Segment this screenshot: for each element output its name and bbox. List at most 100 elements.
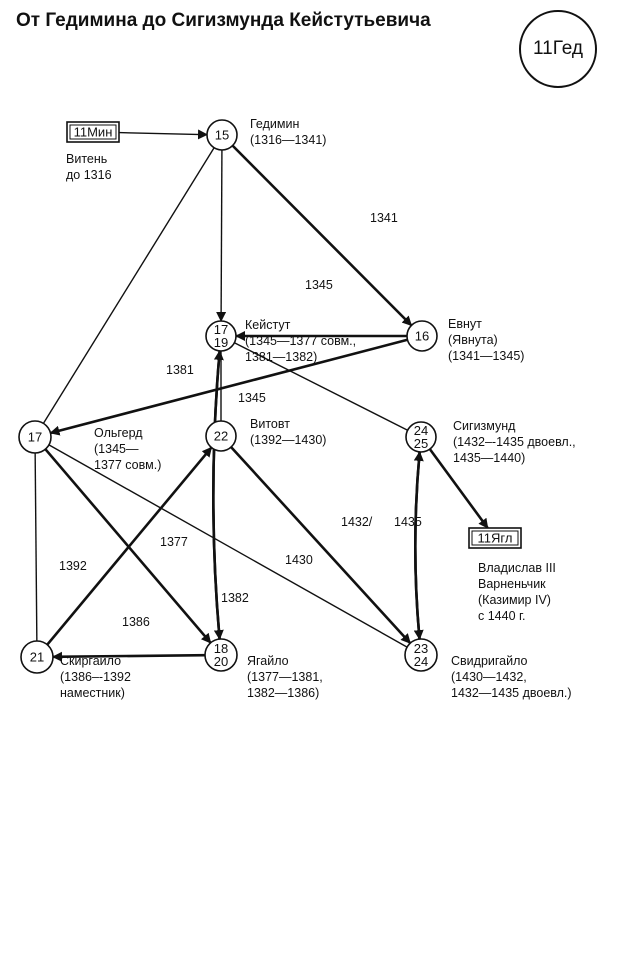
node-number: 24 bbox=[414, 423, 428, 438]
node-number: 18 bbox=[214, 641, 228, 656]
node-box-inner bbox=[471, 530, 519, 546]
node-n17: 17 bbox=[18, 420, 52, 454]
edge-year-label: 1377 bbox=[160, 535, 188, 549]
person-reign-label: 1382—1386) bbox=[247, 686, 319, 700]
node-box-inner bbox=[69, 124, 117, 140]
person-reign-label: (1430—1432, bbox=[451, 670, 527, 684]
node-box bbox=[66, 121, 120, 143]
node-circle bbox=[204, 638, 238, 672]
labels-layer: 1341 1345 1345 1381 1382 1377 1392 1386 1430 1432… bbox=[59, 117, 576, 700]
edge-year-label: 1435 bbox=[394, 515, 422, 529]
edge-n2425-ygl bbox=[428, 448, 489, 529]
node-circle bbox=[206, 119, 238, 151]
node-circle bbox=[405, 421, 437, 453]
node-number: 20 bbox=[214, 654, 228, 669]
person-reign-label: (1432–-1435 двоевл., bbox=[453, 435, 576, 449]
edge-n17-n21 bbox=[34, 452, 38, 642]
edges-layer bbox=[34, 129, 489, 662]
edge-n2425-n2324 bbox=[413, 451, 424, 641]
edge-year-label: 1386 bbox=[122, 615, 150, 629]
node-circle bbox=[20, 640, 54, 674]
person-reign-label: 1381—1382) bbox=[245, 350, 317, 364]
node-number: 25 bbox=[414, 436, 428, 451]
node-number: 15 bbox=[215, 128, 229, 143]
edge-year-label: 1345 bbox=[305, 278, 333, 292]
edge-min-n15 bbox=[118, 129, 209, 140]
person-reign-label: (Казимир IV) bbox=[478, 593, 551, 607]
person-name-label: Ольгерд bbox=[94, 426, 143, 440]
node-ygl: 11Ягл bbox=[468, 527, 522, 549]
edge-year-label: 1430 bbox=[285, 553, 313, 567]
node-n16: 16 bbox=[406, 320, 438, 352]
node-number: 23 bbox=[414, 641, 428, 656]
person-reign-label: с 1440 г. bbox=[478, 609, 526, 623]
person-name-label: Гедимин bbox=[250, 117, 299, 131]
person-reign-label: Варненьчик bbox=[478, 577, 546, 591]
edge-year-label: 1432/ bbox=[341, 515, 373, 529]
person-name-label: Скиргайло bbox=[60, 654, 121, 668]
node-n15: 15 bbox=[206, 119, 238, 151]
edge-year-label: 1345 bbox=[238, 391, 266, 405]
edge-year-label: 1381 bbox=[166, 363, 194, 377]
node-number: 22 bbox=[214, 429, 228, 444]
edge-year-label: 1341 bbox=[370, 211, 398, 225]
page-title: От Гедимина до Сигизмунда Кейстутьевича bbox=[16, 10, 431, 31]
person-reign-label: (1377—1381, bbox=[247, 670, 323, 684]
node-number: 16 bbox=[415, 329, 429, 344]
node-n21: 21 bbox=[20, 640, 54, 674]
person-name-label: Сигизмунд bbox=[453, 419, 516, 433]
page-code-badge: 11Гед bbox=[519, 10, 597, 88]
person-name-label: Ягайло bbox=[247, 654, 289, 668]
node-circle bbox=[205, 320, 237, 352]
person-name-label: Кейстут bbox=[245, 318, 291, 332]
person-reign-label: наместник) bbox=[60, 686, 125, 700]
person-name-label: Владислав III bbox=[478, 561, 556, 575]
person-reign-label: (1341—1345) bbox=[448, 349, 524, 363]
person-name-label: Свидригайло bbox=[451, 654, 528, 668]
edge-n17-n2324 bbox=[48, 444, 408, 648]
node-circle bbox=[404, 638, 438, 672]
person-reign-label: 1377 совм.) bbox=[94, 458, 161, 472]
node-code: 11Ягл bbox=[478, 531, 513, 546]
person-reign-label: 1435—1440) bbox=[453, 451, 525, 465]
node-number: 21 bbox=[30, 650, 44, 665]
person-reign-label: 1432—1435 двоевл.) bbox=[451, 686, 572, 700]
node-circle bbox=[205, 420, 237, 452]
edge-n22-n2324 bbox=[230, 446, 412, 645]
edge-n16-n17 bbox=[49, 338, 408, 436]
person-reign-label: (1386–-1392 bbox=[60, 670, 131, 684]
edge-n15-n16 bbox=[231, 144, 413, 327]
node-n22: 22 bbox=[205, 420, 237, 452]
person-reign-label: (1316—1341) bbox=[250, 133, 326, 147]
person-name-label: Витовт bbox=[250, 417, 290, 431]
person-reign-label: (1392—1430) bbox=[250, 433, 326, 447]
node-circle bbox=[406, 320, 438, 352]
node-number: 24 bbox=[414, 654, 428, 669]
edge-n15-n1719 bbox=[216, 149, 227, 322]
node-box bbox=[468, 527, 522, 549]
edge-year-label: 1382 bbox=[221, 591, 249, 605]
person-name-label: Витень bbox=[66, 152, 107, 166]
edge-n1719-n1820 bbox=[212, 350, 224, 641]
edge-n21-n22 bbox=[46, 446, 213, 646]
node-number: 17 bbox=[214, 322, 228, 337]
person-reign-label: до 1316 bbox=[66, 168, 112, 182]
node-min: 11Мин bbox=[66, 121, 120, 143]
person-reign-label: (1345— bbox=[94, 442, 139, 456]
edge-n1820-n21 bbox=[51, 651, 206, 662]
node-number: 19 bbox=[214, 335, 228, 350]
person-reign-label: (1345—1377 совм., bbox=[245, 334, 356, 348]
edge-n15-n17 bbox=[42, 147, 215, 424]
edge-year-label: 1392 bbox=[59, 559, 87, 573]
person-name-label: Евнут bbox=[448, 317, 482, 331]
node-number: 17 bbox=[28, 430, 42, 445]
node-code: 11Мин bbox=[74, 125, 113, 140]
edge-n1719-n2425 bbox=[234, 342, 408, 431]
